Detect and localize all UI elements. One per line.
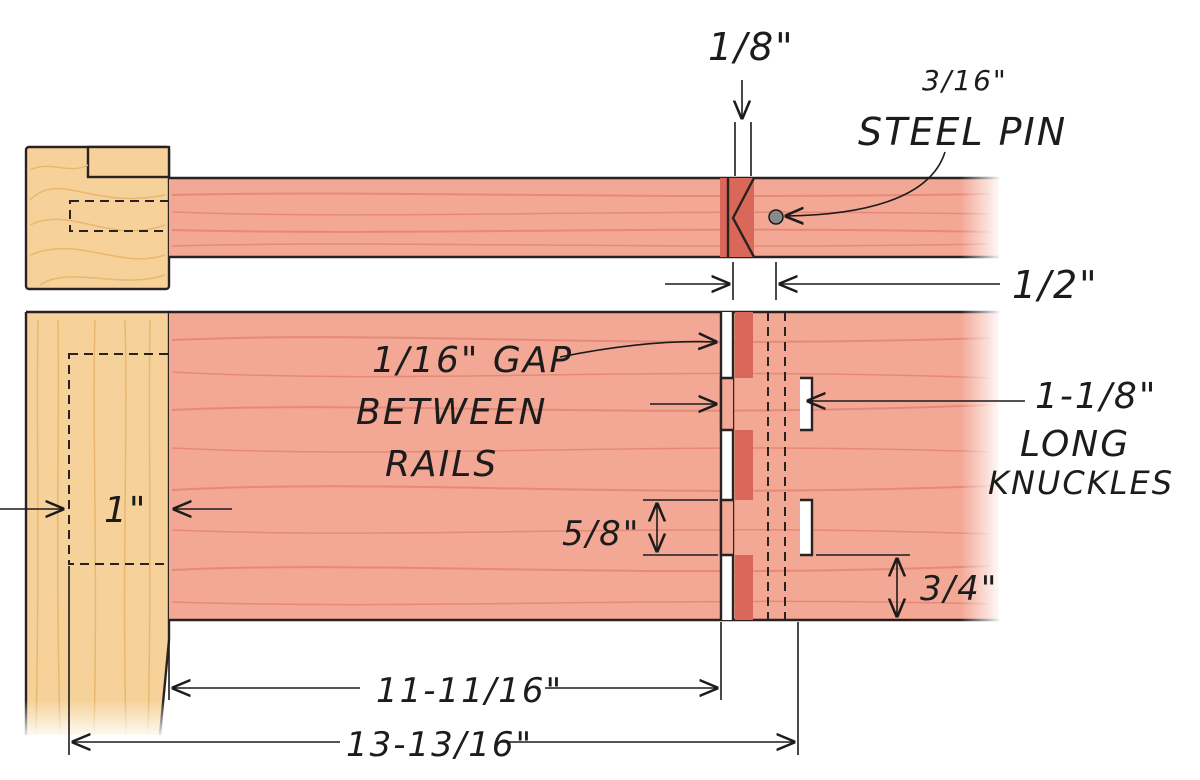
top-post-end [24,145,171,291]
label-gap-line3: RAILS [385,444,498,485]
dim-rail-length [168,622,722,700]
label-knuckle-width: 5/8" [562,514,640,554]
rail-fade-right [960,170,1002,630]
label-knuckle-line3: KNUCKLES [988,464,1174,502]
label-pin-gap: 1/8" [708,25,795,69]
steel-pin-marker [768,209,784,225]
left-post [24,310,171,736]
dim-pin-gap [735,80,752,176]
label-rail-length: 11-11/16" [376,671,563,711]
dim-knuckle-offset [665,262,1000,300]
label-tenon: 1" [104,490,147,531]
label-pin-name: STEEL PIN [858,110,1067,154]
dim-knuckle-spacing [816,554,910,621]
label-knuckle-line2: LONG [1020,424,1130,465]
label-knuckle-offset: 1/2" [1012,263,1099,307]
top-rail [169,176,999,259]
post-fade-bottom [20,700,180,740]
bottom-rail [169,310,999,622]
label-gap-line2: BETWEEN [356,392,547,433]
dim-overall-length [68,566,799,755]
steel-pin-arrow [786,151,946,216]
dim-knuckle-width [643,499,718,556]
label-knuckle-length: 1-1/8" [1035,376,1157,417]
label-gap-line1: 1/16" GAP [372,340,573,381]
label-pin-size: 3/16" [922,64,1008,97]
gap-arrow-upper [559,342,716,358]
label-overall-length: 13-13/16" [346,725,533,765]
label-knuckle-spacing: 3/4" [920,569,998,609]
